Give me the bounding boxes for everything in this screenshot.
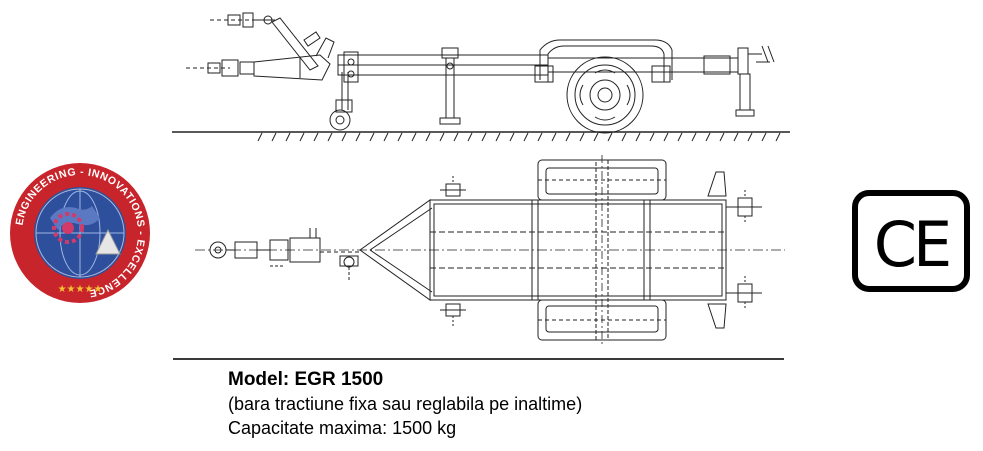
drawbar-note: (bara tractiune fixa sau reglabila pe in…	[228, 394, 583, 414]
top-view	[195, 155, 785, 345]
ce-mark-icon: CE	[852, 190, 970, 292]
caption-divider	[173, 358, 784, 360]
ce-mark-text: CE	[874, 208, 949, 281]
model-title: Model: EGR 1500	[228, 369, 384, 390]
caption-block: Model: EGR 1500 (bara tractiune fixa sau…	[228, 368, 582, 440]
trailer-technical-drawing	[0, 0, 983, 360]
capacity-text: Capacitate maxima: 1500 kg	[228, 418, 457, 438]
logo-stars: ★★★★★	[58, 284, 103, 295]
company-logo-icon: ENGINEERING - INNOVATIONS - EXCELLENCE ★…	[8, 158, 152, 308]
side-view	[172, 13, 790, 141]
